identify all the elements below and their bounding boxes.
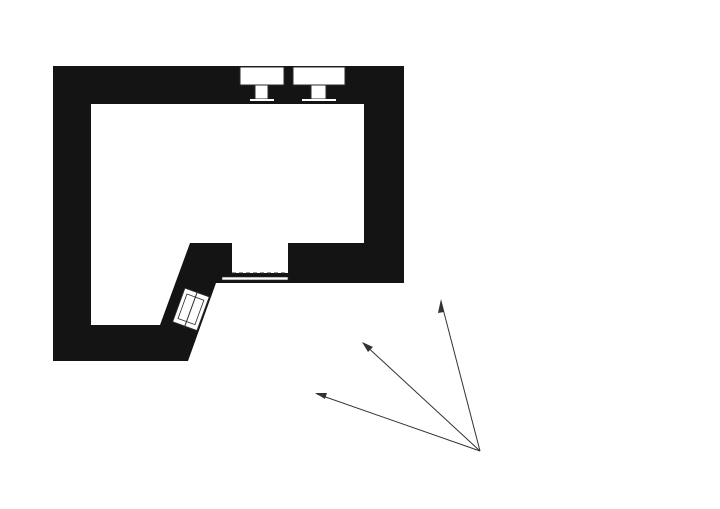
window-southwest-angled (171, 287, 210, 332)
window-sash (292, 66, 346, 86)
view-arrow-west (316, 393, 481, 452)
view-arrow-north (440, 300, 481, 452)
arrowhead-west (315, 393, 327, 399)
building-walls (53, 66, 404, 361)
window-stem (310, 84, 327, 100)
view-arrows (316, 300, 481, 452)
window-north-left (239, 66, 285, 101)
door-south (221, 243, 289, 281)
arrowhead-north (438, 299, 444, 313)
window-north-right (292, 66, 346, 101)
door-gap (232, 243, 288, 273)
window-mullion (183, 290, 199, 329)
door-step (221, 276, 289, 281)
arrowhead-northwest (362, 342, 373, 352)
view-arrowheads (315, 299, 444, 399)
window-sash (239, 66, 285, 86)
window-stem (254, 84, 269, 100)
view-arrow-northwest (362, 342, 481, 452)
